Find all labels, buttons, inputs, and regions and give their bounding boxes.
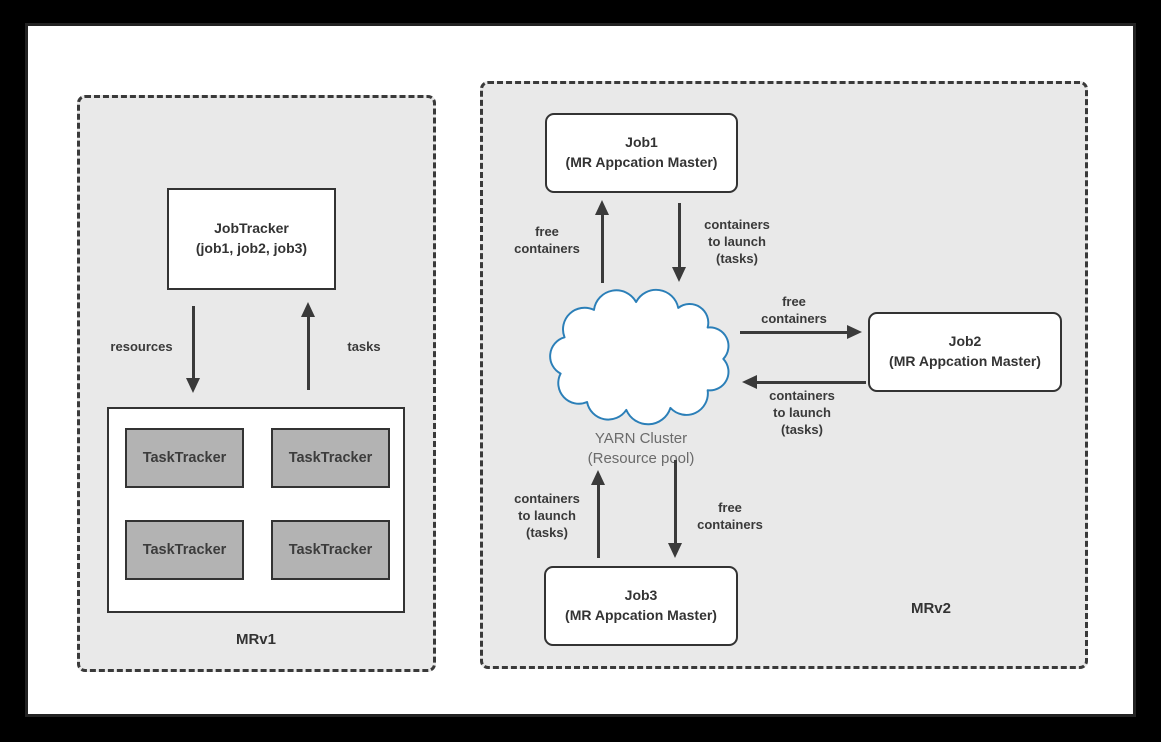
job2-free-containers-arrow-right xyxy=(740,324,862,340)
containers-to-launch-label-top: containers to launch (tasks) xyxy=(704,217,770,266)
resources-arrow-down xyxy=(185,306,201,393)
tasktracker-label: TaskTracker xyxy=(288,542,373,558)
tasktracker-label: TaskTracker xyxy=(288,450,373,466)
arrow-shaft xyxy=(600,215,604,283)
arrow-head-up-icon xyxy=(595,200,609,215)
free-containers-label-right: free containers xyxy=(761,294,827,326)
containers-to-launch-label-right: containers to launch (tasks) xyxy=(769,388,835,437)
arrow-head-up-icon xyxy=(591,470,605,485)
arrow-head-down-icon xyxy=(672,267,686,282)
job2-subtitle: (MR Appcation Master) xyxy=(889,353,1041,369)
mrv2-panel-label: MRv2 xyxy=(910,600,951,617)
tasktracker-box: TaskTracker xyxy=(271,428,390,488)
tasktracker-box: TaskTracker xyxy=(271,520,390,580)
arrow-shaft xyxy=(757,380,866,384)
job2-containers-to-launch-arrow-left xyxy=(742,374,866,390)
job1-title: Job1 xyxy=(625,134,658,151)
yarn-cluster-title: YARN Cluster xyxy=(594,430,688,447)
cloud-outline xyxy=(549,288,730,426)
jobtracker-box: JobTracker (job1, job2, job3) xyxy=(167,188,336,290)
arrow-head-down-icon xyxy=(186,378,200,393)
arrow-shaft xyxy=(673,460,677,543)
tasktracker-box: TaskTracker xyxy=(125,520,244,580)
arrow-shaft xyxy=(306,317,310,390)
jobtracker-title: JobTracker xyxy=(214,220,289,237)
tasktracker-container: TaskTracker TaskTracker TaskTracker Task… xyxy=(107,407,405,613)
yarn-cluster-cloud xyxy=(543,279,739,429)
job3-title: Job3 xyxy=(624,587,658,604)
arrow-shaft xyxy=(596,485,600,558)
job2-box: Job2 (MR Appcation Master) xyxy=(868,312,1062,392)
job3-containers-to-launch-arrow-up xyxy=(590,470,606,558)
arrow-shaft xyxy=(677,203,681,267)
tasks-arrow-up xyxy=(300,302,316,390)
arrow-shaft xyxy=(191,306,195,378)
yarn-cluster-subtitle: (Resource pool) xyxy=(587,450,695,468)
arrow-shaft xyxy=(740,330,847,334)
free-containers-label-bottom: free containers xyxy=(697,500,763,532)
tasks-label: tasks xyxy=(347,339,381,354)
free-containers-label-top: free containers xyxy=(514,224,580,256)
cloud-icon xyxy=(549,288,730,426)
tasktracker-label: TaskTracker xyxy=(142,450,227,466)
job3-subtitle: (MR Appcation Master) xyxy=(565,607,717,623)
job2-title: Job2 xyxy=(948,333,982,350)
containers-to-launch-label-bottom: containers to launch (tasks) xyxy=(514,491,580,540)
job1-subtitle: (MR Appcation Master) xyxy=(565,154,718,170)
job3-free-containers-arrow-down xyxy=(667,460,683,558)
job3-box: Job3 (MR Appcation Master) xyxy=(544,566,738,646)
jobtracker-subtitle: (job1, job2, job3) xyxy=(195,240,308,256)
mrv1-panel-label: MRv1 xyxy=(235,631,276,648)
yarn-cluster-label: YARN Cluster (Resource pool) xyxy=(560,429,722,470)
job1-free-containers-arrow-up xyxy=(594,200,610,283)
arrow-head-up-icon xyxy=(301,302,315,317)
job1-containers-to-launch-arrow-down xyxy=(671,203,687,282)
tasktracker-label: TaskTracker xyxy=(142,542,227,558)
resources-label: resources xyxy=(110,339,173,354)
job1-box: Job1 (MR Appcation Master) xyxy=(545,113,738,193)
arrow-head-down-icon xyxy=(668,543,682,558)
arrow-head-right-icon xyxy=(847,325,862,339)
tasktracker-box: TaskTracker xyxy=(125,428,244,488)
arrow-head-left-icon xyxy=(742,375,757,389)
